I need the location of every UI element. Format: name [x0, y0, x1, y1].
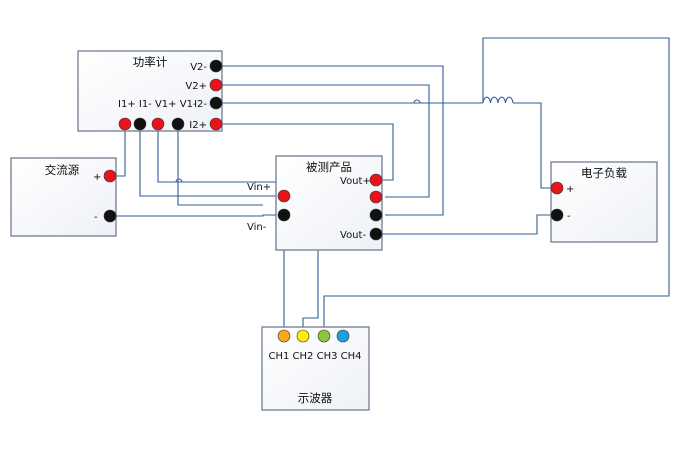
- terminal-vout-sense-plus: [369, 190, 383, 204]
- terminal-load-plus: [550, 181, 564, 195]
- terminal-ch1: [277, 329, 291, 343]
- terminal-vout-plus: [369, 173, 383, 187]
- terminal-ac-plus: [103, 169, 117, 183]
- wire-v2-plus: [216, 84, 430, 198]
- label-i2-plus: I2+: [189, 120, 207, 131]
- terminal-ac-minus: [103, 209, 117, 223]
- oscilloscope-box: [261, 326, 370, 411]
- wire-loop-top: [323, 37, 670, 333]
- terminal-i2-plus: [209, 117, 223, 131]
- wire-inductor-to-load: [513, 102, 557, 189]
- wire-vout-minus: [376, 214, 557, 235]
- terminal-i1-minus: [133, 117, 147, 131]
- terminal-i2-minus: [209, 96, 223, 110]
- ac-source-plus-label: +: [93, 172, 101, 183]
- label-vin-minus: Vin-: [247, 222, 267, 233]
- label-vout-plus: Vout+: [340, 176, 371, 187]
- terminal-vout-sense-minus: [369, 208, 383, 222]
- label-vout-minus: Vout-: [340, 230, 366, 241]
- dut-title: 被测产品: [306, 160, 352, 174]
- oscilloscope-channels-label: CH1 CH2 CH3 CH4: [269, 351, 362, 362]
- label-v2-minus: V2-: [190, 62, 207, 73]
- terminal-v1-plus: [151, 117, 165, 131]
- terminal-ch4: [336, 329, 350, 343]
- terminal-v1-minus: [171, 117, 185, 131]
- electronic-load-box: [550, 161, 658, 243]
- terminal-vin-plus: [277, 189, 291, 203]
- ac-source-minus-label: -: [94, 212, 98, 223]
- wires: [110, 37, 670, 333]
- power-meter-title: 功率计: [133, 55, 168, 69]
- terminal-vin-minus: [277, 208, 291, 222]
- wire-v2-minus: [216, 65, 444, 216]
- terminal-v2-minus: [209, 59, 223, 73]
- load-minus-label: -: [567, 211, 571, 222]
- dut: 被测产品 Vin+ Vin- Vout+ Vout-: [247, 155, 383, 251]
- terminal-ch3: [317, 329, 331, 343]
- terminal-vout-minus: [369, 227, 383, 241]
- oscilloscope: CH1 CH2 CH3 CH4 示波器: [261, 326, 370, 411]
- ac-source: 交流源 + -: [10, 157, 117, 237]
- wire-crossover-2: [175, 178, 183, 183]
- oscilloscope-title: 示波器: [298, 391, 333, 405]
- power-meter: 功率计 V2- V2+ I2- I2+ I1+ I1- V1+ V1-: [77, 50, 223, 132]
- ac-source-box: [10, 157, 117, 237]
- wire-v1-minus: [177, 124, 263, 206]
- terminal-v2-plus: [209, 78, 223, 92]
- wire-crossover-1: [413, 99, 421, 104]
- terminal-i1-plus: [118, 117, 132, 131]
- inductor-coil: [482, 96, 514, 104]
- dut-box: [275, 155, 383, 251]
- label-vin-plus: Vin+: [247, 182, 271, 193]
- wire-ac-minus: [110, 214, 284, 217]
- label-i2-minus: I2-: [194, 99, 207, 110]
- wire-i1-minus: [139, 124, 284, 197]
- electronic-load: 电子负载 + -: [550, 161, 658, 243]
- ac-source-title: 交流源: [45, 163, 80, 177]
- terminal-load-minus: [550, 208, 564, 222]
- label-bottom-terminals: I1+ I1- V1+ V1-: [118, 99, 197, 110]
- wire-i2-plus: [216, 123, 394, 181]
- label-v2-plus: V2+: [185, 81, 207, 92]
- electronic-load-title: 电子负载: [581, 166, 627, 180]
- power-meter-box: [77, 50, 223, 132]
- load-plus-label: +: [566, 184, 574, 195]
- terminal-ch2: [296, 329, 310, 343]
